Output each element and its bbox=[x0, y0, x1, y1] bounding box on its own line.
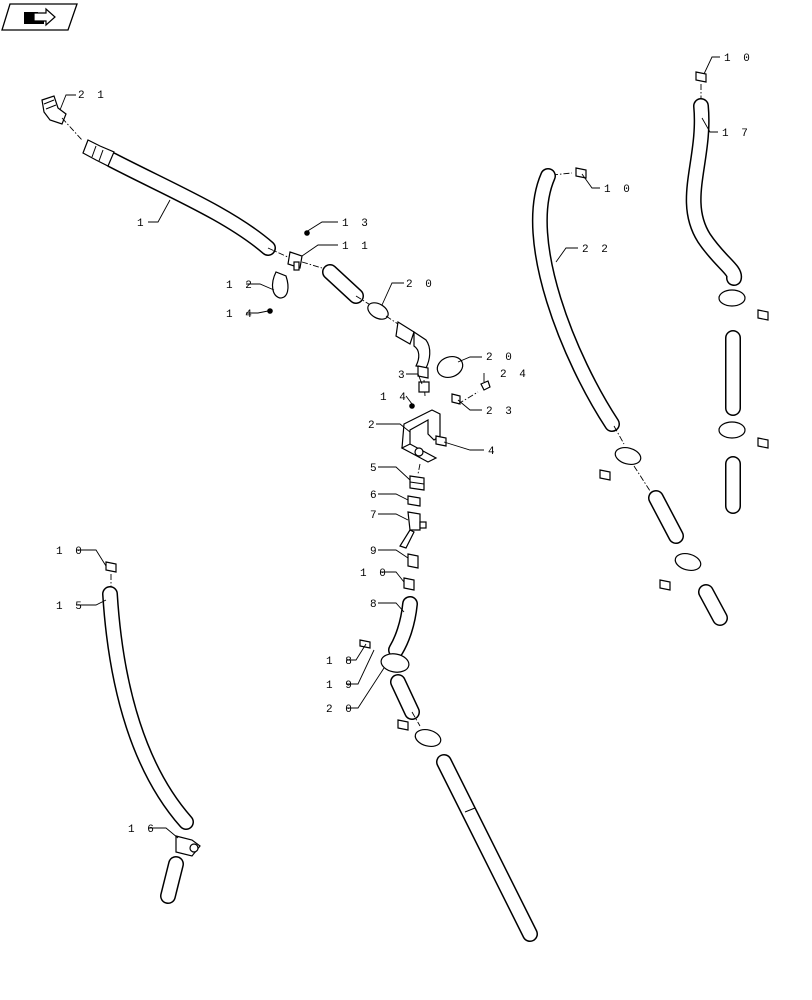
centerline bbox=[61, 117, 83, 141]
screw-23 bbox=[451, 393, 461, 405]
hose-clamp-lower bbox=[414, 728, 442, 748]
nut-6 bbox=[407, 495, 421, 507]
arrow-right-folder-icon bbox=[24, 7, 56, 27]
callout-16: 1 6 bbox=[128, 824, 157, 836]
nut-24 bbox=[480, 380, 491, 391]
callout-10: 1 0 bbox=[604, 184, 633, 196]
clamp-10c bbox=[575, 167, 587, 179]
hose-15 bbox=[102, 586, 194, 830]
hose-22-end bbox=[698, 584, 728, 626]
callout-1: 1 bbox=[137, 218, 147, 230]
callout-18: 1 8 bbox=[326, 656, 355, 668]
nut-14 bbox=[267, 308, 273, 314]
hose-15-end bbox=[160, 856, 184, 904]
sensor-7 bbox=[399, 511, 427, 549]
hose-clamp-22b bbox=[674, 552, 702, 572]
clamp-10d bbox=[695, 71, 707, 83]
bolt-13 bbox=[304, 230, 310, 236]
callout-3: 3 bbox=[398, 370, 408, 382]
callout-11: 1 1 bbox=[342, 241, 371, 253]
callout-labels: 2 1 1 1 3 1 1 1 2 1 4 2 0 2 0 3 2 4 1 4 … bbox=[56, 53, 753, 836]
callout-19: 1 9 bbox=[326, 680, 355, 692]
hose-1-segment bbox=[322, 264, 364, 304]
callout-20: 2 0 bbox=[486, 352, 515, 364]
callout-21: 2 1 bbox=[78, 90, 107, 102]
centerline bbox=[633, 465, 653, 495]
clamp-10b bbox=[105, 561, 117, 573]
screw-4 bbox=[435, 435, 447, 447]
callout-5: 5 bbox=[370, 463, 380, 475]
hose-clamp-22a bbox=[614, 446, 642, 466]
callout-20: 2 0 bbox=[406, 279, 435, 291]
screw-17a bbox=[757, 309, 769, 321]
centerline bbox=[417, 463, 421, 475]
bolt-3 bbox=[418, 381, 430, 393]
hose-22 bbox=[531, 168, 620, 432]
centerline bbox=[267, 247, 291, 259]
callout-22: 2 2 bbox=[582, 244, 611, 256]
screw-22b bbox=[659, 579, 671, 591]
callout-23: 2 3 bbox=[486, 406, 515, 418]
callout-15: 1 5 bbox=[56, 601, 85, 613]
hose-17 bbox=[685, 98, 743, 286]
callout-7: 7 bbox=[370, 510, 380, 522]
screw-18 bbox=[359, 639, 371, 649]
screw-22a bbox=[599, 469, 611, 481]
hose-22-segment bbox=[648, 490, 684, 544]
hose-clamp-17a bbox=[718, 289, 746, 307]
callout-24: 2 4 bbox=[500, 369, 529, 381]
clip-12 bbox=[271, 271, 289, 299]
callout-17: 1 7 bbox=[722, 128, 751, 140]
callout-6: 6 bbox=[370, 490, 380, 502]
screw-lower bbox=[397, 719, 409, 731]
centerline bbox=[613, 425, 625, 445]
centerline bbox=[385, 315, 399, 325]
callout-8: 8 bbox=[370, 599, 380, 611]
clamp-11 bbox=[287, 251, 303, 271]
centerline bbox=[411, 711, 421, 727]
callout-10: 1 0 bbox=[724, 53, 753, 65]
hose-clamp-20a bbox=[367, 302, 389, 320]
nav-button[interactable] bbox=[1, 3, 78, 31]
callout-20: 2 0 bbox=[326, 704, 355, 716]
callout-14: 1 4 bbox=[380, 392, 409, 404]
hose-1 bbox=[82, 139, 276, 256]
fitting-9 bbox=[407, 553, 419, 569]
bracket-2 bbox=[400, 409, 441, 463]
callout-9: 9 bbox=[370, 546, 380, 558]
hose-clamp-20b bbox=[436, 356, 464, 378]
callout-13: 1 3 bbox=[342, 218, 371, 230]
centerline bbox=[457, 391, 479, 405]
clamp-10a bbox=[403, 577, 415, 591]
screw-17b bbox=[757, 437, 769, 449]
elbow-fitting-21 bbox=[41, 95, 67, 125]
callout-2: 2 bbox=[368, 420, 378, 432]
hose-segment-lower bbox=[390, 674, 420, 720]
callout-12: 1 2 bbox=[226, 280, 255, 292]
callout-10: 1 0 bbox=[56, 546, 85, 558]
callout-10: 1 0 bbox=[360, 568, 389, 580]
callout-4: 4 bbox=[488, 446, 498, 458]
elbow-fitting-3 bbox=[395, 321, 431, 379]
centerline bbox=[301, 261, 323, 269]
nut-14b bbox=[409, 403, 415, 409]
hose-clamp-17b bbox=[718, 421, 746, 439]
leader-lines bbox=[59, 56, 720, 839]
tube-long bbox=[436, 754, 538, 942]
clamp-16 bbox=[175, 835, 201, 857]
fitting-5 bbox=[409, 475, 425, 491]
hose-clamp-20c bbox=[380, 653, 410, 673]
hose-8 bbox=[388, 596, 418, 658]
callout-14: 1 4 bbox=[226, 309, 255, 321]
